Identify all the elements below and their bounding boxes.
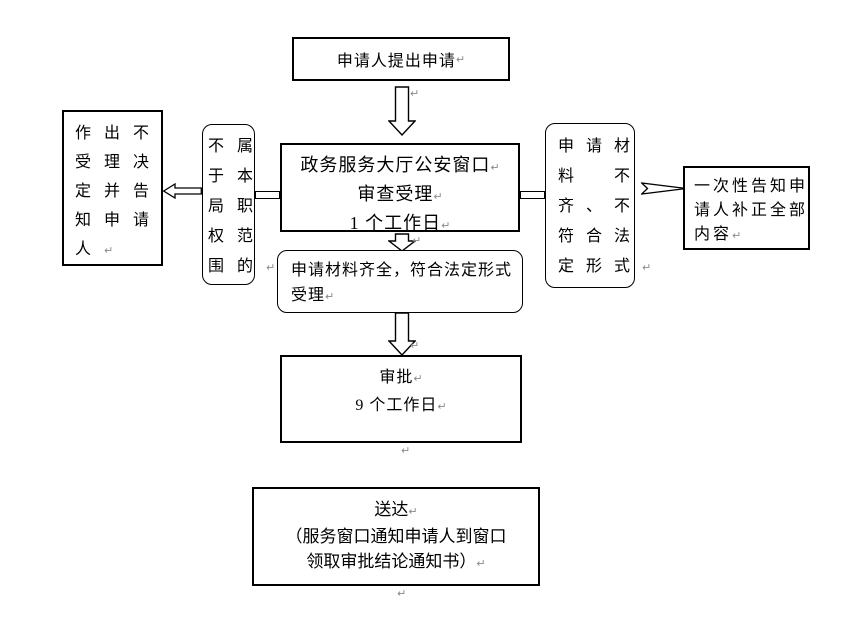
connector-bar-right bbox=[520, 191, 545, 199]
arrow-right-icon bbox=[641, 182, 687, 195]
notify-correction-box: 一次性告知申 请人补正全部 内容↵ bbox=[683, 166, 810, 250]
return-mark-icon: ↵ bbox=[412, 234, 422, 247]
out-of-scope-line: 局职 bbox=[208, 198, 267, 215]
review-box-line: 审查受理 bbox=[357, 184, 434, 204]
return-mark-icon: ↵ bbox=[266, 261, 276, 274]
notify-correction-line: 一次性告知申 bbox=[694, 178, 809, 195]
review-box: 政务服务大厅公安窗口↵ 审查受理↵ 1 个工作日↵ bbox=[280, 143, 520, 233]
return-mark-icon: ↵ bbox=[410, 339, 420, 352]
arrow-down-accept-icon bbox=[388, 233, 416, 252]
reject-decision-line: 作出不 bbox=[75, 125, 163, 142]
out-of-scope-line: 围的 bbox=[208, 258, 267, 275]
return-mark-icon: ↵ bbox=[413, 372, 423, 385]
approval-box-line: 9 个工作日 bbox=[355, 397, 438, 414]
approval-box-line: 审批 bbox=[379, 369, 414, 386]
return-mark-icon: ↵ bbox=[490, 161, 500, 174]
out-of-scope-line: 不属 bbox=[208, 138, 267, 155]
incomplete-materials-box: 申请材 料 不 齐、不 符合法 定形式↵ bbox=[545, 123, 651, 288]
approval-box: 审批↵ 9 个工作日↵ bbox=[280, 355, 522, 443]
delivery-box-line: 送达 bbox=[374, 500, 409, 519]
review-box-line: 政务服务大厅公安窗口 bbox=[300, 155, 491, 175]
reject-decision-line: 人 bbox=[75, 241, 105, 258]
out-of-scope-box: 不属 于本 局职 权范 围的↵ bbox=[202, 124, 275, 285]
review-box-line: 1 个工作日 bbox=[349, 213, 442, 233]
return-mark-icon: ↵ bbox=[437, 400, 447, 413]
delivery-box-line: 领取审批结论通知书） bbox=[306, 552, 477, 571]
return-mark-icon: ↵ bbox=[325, 290, 335, 303]
reject-decision-line: 定并告 bbox=[75, 183, 163, 200]
return-mark-icon: ↵ bbox=[408, 505, 418, 518]
delivery-box-line: （服务窗口通知申请人到窗口 bbox=[285, 527, 507, 546]
reject-decision-box: 作出不 受理决 定并告 知申请 人↵ bbox=[62, 110, 163, 266]
incomplete-materials-line: 定形式 bbox=[558, 258, 643, 275]
accept-box-line: 受理 bbox=[291, 287, 326, 304]
delivery-box: 送达↵ （服务窗口通知申请人到窗口 领取审批结论通知书）↵ bbox=[252, 487, 540, 586]
notify-correction-line: 内容 bbox=[694, 226, 733, 243]
incomplete-materials-line: 料 不 bbox=[558, 168, 643, 185]
reject-decision-line: 知申请 bbox=[75, 212, 163, 229]
incomplete-materials-line: 符合法 bbox=[558, 228, 643, 245]
return-mark-icon: ↵ bbox=[410, 87, 420, 100]
notify-correction-line: 请人补正全部 bbox=[694, 202, 809, 219]
return-mark-icon: ↵ bbox=[455, 52, 466, 66]
out-of-scope-line: 权范 bbox=[208, 228, 267, 245]
return-mark-icon: ↵ bbox=[642, 261, 652, 274]
return-mark-icon: ↵ bbox=[732, 229, 742, 242]
return-mark-icon: ↵ bbox=[433, 190, 443, 203]
reject-decision-line: 受理决 bbox=[75, 154, 163, 171]
return-mark-icon: ↵ bbox=[397, 587, 407, 600]
start-box-label: 申请人提出申请 bbox=[336, 53, 456, 70]
return-mark-icon: ↵ bbox=[104, 244, 114, 257]
return-mark-icon: ↵ bbox=[401, 444, 411, 457]
arrow-down-start-icon bbox=[388, 86, 416, 136]
out-of-scope-line: 于本 bbox=[208, 168, 267, 185]
incomplete-materials-line: 齐、不 bbox=[558, 198, 643, 215]
accept-box-line: 申请材料齐全，符合法定形式 bbox=[291, 262, 513, 279]
arrow-left-icon bbox=[163, 183, 202, 199]
incomplete-materials-line: 申请材 bbox=[558, 138, 643, 155]
arrow-down-approval-icon bbox=[388, 312, 416, 356]
return-mark-icon: ↵ bbox=[441, 219, 451, 232]
start-box: 申请人提出申请↵ bbox=[292, 37, 510, 81]
accept-box: 申请材料齐全，符合法定形式 受理↵ bbox=[277, 250, 523, 313]
connector-bar-left bbox=[255, 191, 280, 199]
return-mark-icon: ↵ bbox=[476, 557, 486, 570]
